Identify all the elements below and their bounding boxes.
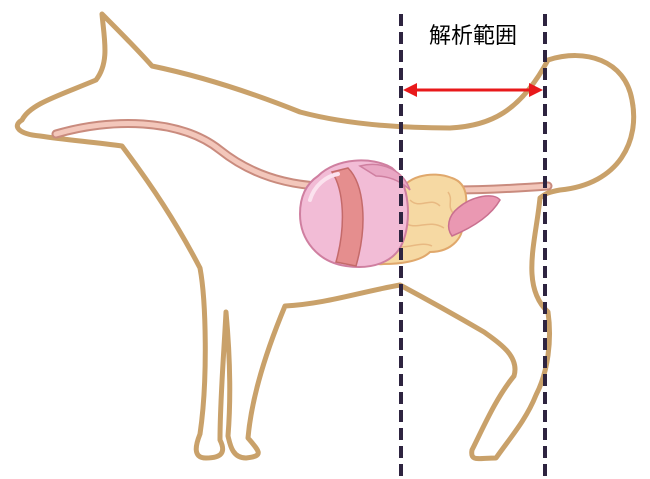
range-arrow-head-right [529, 83, 543, 97]
range-arrow-head-left [403, 83, 417, 97]
range-label: 解析範囲 [401, 22, 545, 52]
